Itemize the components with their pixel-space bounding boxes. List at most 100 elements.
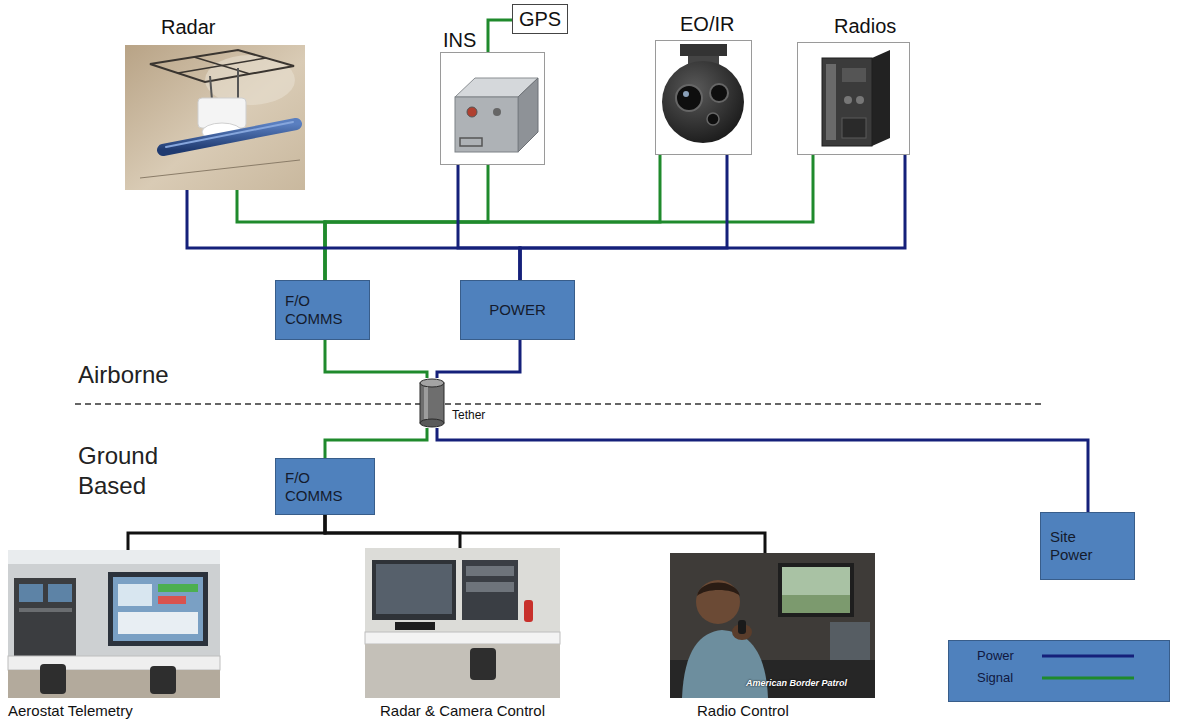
signal-wire [237,190,325,280]
radio-front [822,58,872,146]
display-screen [113,577,203,641]
ins-picture: INS [440,52,545,165]
eoir-picture [655,40,752,155]
radar-tube-highlight [166,122,293,147]
legend-line [1042,677,1134,680]
box-label: GPS [519,7,561,31]
microphone [738,620,746,634]
legend-text: Power [977,648,1014,663]
legend-text: Signal [977,670,1013,685]
picture-ground [440,52,545,165]
control-room-photo [365,548,560,698]
tether-label: Tether [452,408,485,422]
camera-lens [707,113,719,125]
keyboard [395,622,435,630]
ground-wire [325,515,765,553]
signal-wire [325,155,660,280]
eoir-picture: EO/IR [655,40,752,155]
screen-terrain [782,595,850,613]
console-photo: Radio Control [670,553,875,698]
power-wire [520,155,905,280]
monitor [778,563,854,617]
region-label: Ground Based [78,441,188,501]
gps-box: GPS [512,4,568,34]
ins-connector [467,107,477,117]
lens-glint [683,91,689,97]
cabin-interior [670,553,875,698]
ins-side-face [518,78,538,152]
screen-table [118,612,198,634]
monitor-screen [376,564,452,614]
console-photo: Radar & Camera Control [365,548,560,698]
picture-heading: Radar [161,15,215,39]
support-wire [140,160,300,178]
radio-knob [856,96,864,104]
cylinder-top [420,379,444,387]
screen-bar [158,596,186,604]
comms-box: F/O COMMS [275,458,375,515]
legend-entry: Power [949,646,1169,666]
cylinder-body [420,383,444,423]
box-label: F/O COMMS [285,292,355,328]
box-label: POWER [489,301,546,319]
signal-wire [488,20,512,52]
power-wire [437,340,520,378]
rack-panel [466,582,514,592]
signal-wire [325,340,427,378]
console-photo: Aerostat Telemetry [8,550,220,698]
legend-line [1042,655,1134,658]
rack-screen [48,584,72,602]
ground-wire [128,515,325,550]
radar-photo [125,45,305,190]
radio-panel [842,118,866,138]
camera-lens [710,84,728,102]
legend-line-sample [1042,668,1136,688]
screen-window [118,584,152,606]
picture-ground [655,40,752,155]
airborne-ground-divider [75,403,1045,405]
room-wall [365,548,560,698]
site-power-box: Site Power [1040,512,1135,580]
equipment-rack [14,578,76,658]
equipment-rack [462,560,518,620]
power-wire [520,155,727,280]
floor [8,670,220,698]
ins-picture [440,52,545,165]
rack-panel [19,608,72,612]
room-wall [8,550,220,698]
radar-frame-bar [178,58,266,73]
radar-tube [163,124,296,150]
monitor-screen [782,567,850,613]
picture-caption: Aerostat Telemetry [8,702,133,720]
gimbal-mount [680,44,727,56]
picture-caption: Radio Control [697,702,789,720]
cylinder-highlight [424,387,428,419]
region-label: Airborne [78,360,169,390]
radio-handle [826,64,836,140]
desk [365,632,560,644]
operator-hair [697,583,740,597]
radio-operator-photo [670,553,875,698]
power-wire [458,165,520,280]
rack-panel [466,566,514,576]
radios-picture [797,42,910,155]
signal-wire [325,155,813,280]
signal-wire [325,428,427,458]
radar-hanger [237,68,239,100]
power-box: POWER [460,280,575,340]
rack-screen [19,584,43,602]
floor [365,644,560,698]
power-wire [187,190,520,280]
chair [40,664,66,694]
side-screen [830,622,870,662]
screen-bar [158,584,198,592]
telemetry-room-photo [8,550,220,698]
picture-heading: INS [443,28,476,52]
radar-hanger [210,76,212,100]
ceiling-background [125,45,305,190]
desk [8,656,220,670]
photo-watermark: American Border Patrol [746,678,847,689]
picture-caption: Radar & Camera Control [305,702,620,720]
